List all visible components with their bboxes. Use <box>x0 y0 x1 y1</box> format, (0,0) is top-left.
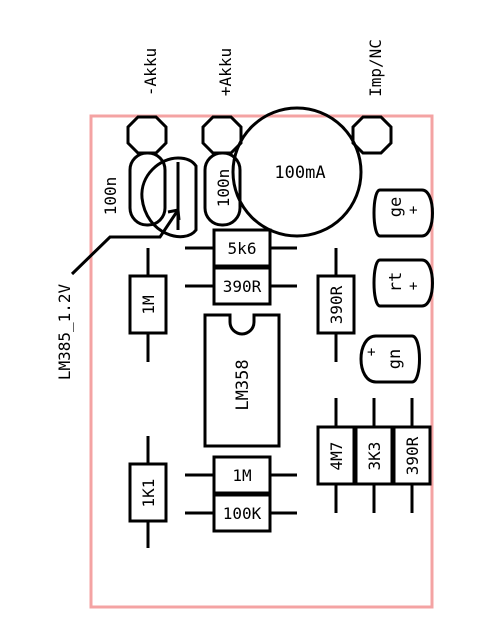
led-ge-polarity: + <box>406 206 422 214</box>
capacitor-100n-left-label: 100n <box>101 177 120 216</box>
resistor-1m-bottom <box>212 455 272 495</box>
led-rt-polarity: + <box>406 282 422 290</box>
reference-pointer-arrowhead <box>167 208 181 221</box>
resistor-390r-right-label: 390R <box>327 285 346 324</box>
resistor-4m7 <box>316 425 356 486</box>
ic-lm358-label: LM358 <box>233 359 253 410</box>
resistor-3k3-label: 3K3 <box>365 442 384 471</box>
meter-100ma-label: 100mA <box>274 163 325 183</box>
resistor-390r-top-label: 390R <box>223 277 262 296</box>
led-ge <box>372 188 434 238</box>
resistor-1k1-label: 1K1 <box>139 479 158 508</box>
resistor-3k3 <box>354 425 394 486</box>
board-outline <box>89 114 434 609</box>
led-rt-label: rt <box>386 272 406 292</box>
resistor-390r-right <box>316 274 356 335</box>
capacitor-100n-right <box>203 151 242 227</box>
resistor-5k6 <box>212 228 272 268</box>
resistor-100k <box>212 493 272 533</box>
connector-label-plus-akku: +Akku <box>216 48 235 96</box>
resistor-1m-left-label: 1M <box>139 295 158 314</box>
ic-lm358-body <box>203 313 281 448</box>
led-rt <box>372 258 434 308</box>
pad-minus-akku <box>126 115 168 155</box>
resistor-100k-label: 100K <box>223 504 262 523</box>
capacitor-100n-left <box>128 151 167 227</box>
resistor-1m-bottom-label: 1M <box>232 466 251 485</box>
resistor-1m-left <box>128 274 168 335</box>
reference-lm385-label: LM385_1.2V <box>55 283 74 380</box>
led-ge-label: ge <box>386 197 406 217</box>
resistor-1k1 <box>128 462 168 523</box>
resistor-5k6-label: 5k6 <box>228 239 257 258</box>
connector-label-imp-nc: Imp/NC <box>366 39 385 97</box>
led-gn <box>359 334 421 384</box>
led-gn-label: gn <box>385 349 405 369</box>
pad-imp-nc <box>351 115 393 155</box>
connector-label-minus-akku: -Akku <box>141 48 160 96</box>
resistor-390r-top <box>212 266 272 306</box>
resistor-390r-bottom-label: 390R <box>403 436 422 475</box>
capacitor-100n-right-label: 100n <box>214 169 233 208</box>
led-gn-polarity: + <box>364 348 380 356</box>
resistor-390r-bottom <box>392 425 432 486</box>
reference-pointer-line <box>70 209 180 276</box>
meter-100ma <box>231 106 363 238</box>
resistor-4m7-label: 4M7 <box>327 442 346 471</box>
pad-plus-akku <box>201 115 243 155</box>
reference-lm385-body <box>140 156 198 239</box>
